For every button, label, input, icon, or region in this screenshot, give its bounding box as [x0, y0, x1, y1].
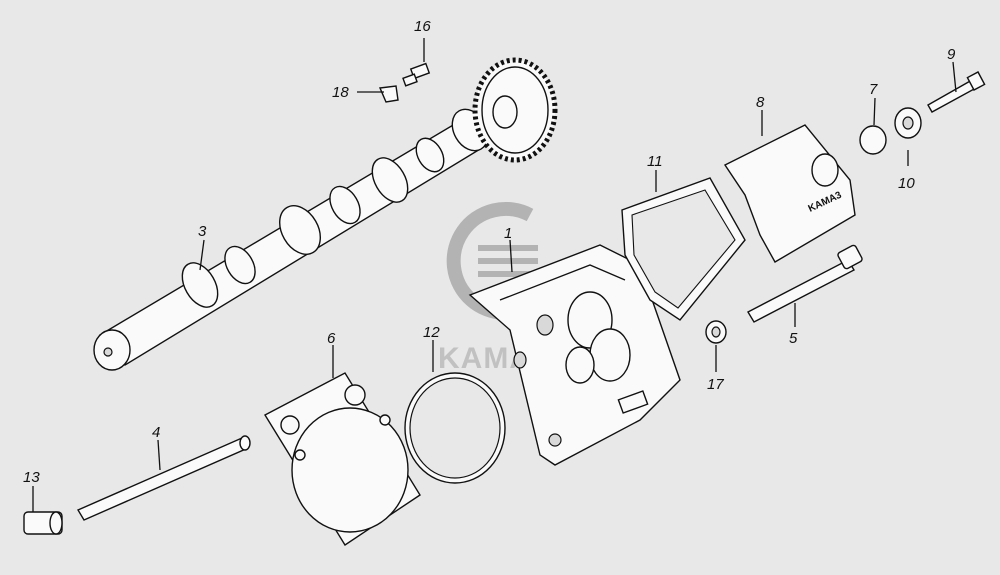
- callout-17: 17: [707, 376, 724, 393]
- callout-1: 1: [504, 225, 512, 242]
- callout-3: 3: [198, 223, 207, 240]
- callout-13: 13: [23, 469, 40, 486]
- callout-5: 5: [789, 330, 798, 347]
- cover-gasket: [621, 177, 746, 321]
- callout-11: 11: [647, 153, 663, 170]
- o-ring: [404, 372, 506, 484]
- bolt-9: [927, 71, 986, 113]
- head-gasket: [264, 372, 421, 546]
- leader-lines: [32, 38, 957, 512]
- callout-10: 10: [898, 175, 915, 192]
- grommet-10: [894, 107, 922, 139]
- washer-17: [705, 320, 727, 344]
- bolt-5: [747, 244, 863, 323]
- clip-18: [378, 85, 399, 103]
- callout-4: 4: [152, 424, 160, 441]
- callout-12: 12: [423, 324, 440, 341]
- callout-6: 6: [327, 330, 336, 347]
- bolt-16: [402, 62, 431, 87]
- cylinder-head: [468, 244, 681, 466]
- tappet: [23, 511, 63, 535]
- callout-16: 16: [414, 18, 431, 35]
- washer-7: [859, 125, 887, 155]
- callout-8: 8: [756, 94, 765, 111]
- callout-18: 18: [332, 84, 349, 101]
- camshaft: [93, 108, 497, 371]
- callout-7: 7: [869, 81, 878, 98]
- callout-9: 9: [947, 46, 956, 63]
- pushrod: [76, 435, 251, 521]
- valve-cover: KAMA3: [723, 124, 856, 263]
- cam-gear: [472, 57, 558, 163]
